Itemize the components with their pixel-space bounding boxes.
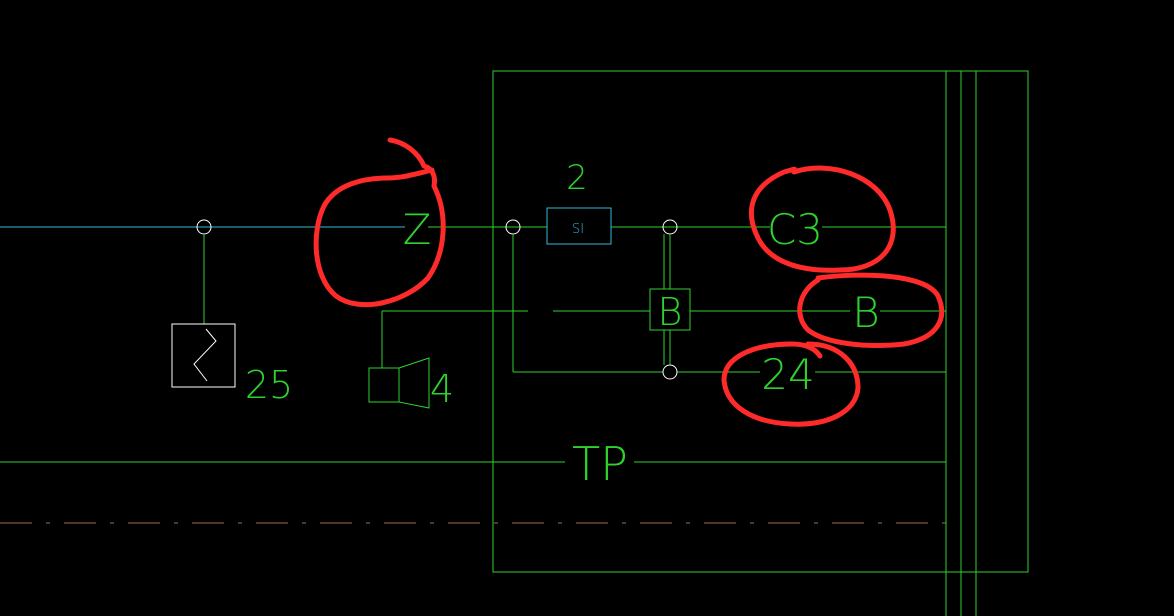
zigzag-device-icon (171, 323, 236, 388)
b-box (649, 288, 691, 331)
annotation-circle-24 (721, 341, 861, 427)
device-25-label: 25 (245, 363, 293, 407)
annotation-circle-b (797, 272, 945, 348)
wire-24-label: 24 (761, 350, 814, 399)
b-label: B (852, 288, 880, 337)
tp-label: TP (572, 437, 628, 491)
speaker-4-label: 4 (430, 367, 454, 411)
junction-4 (662, 364, 678, 380)
zigzag-glyph (193, 328, 217, 382)
z-label: Z (403, 205, 432, 254)
annotation-circle-z (313, 137, 446, 308)
fuse-number: 2 (566, 158, 588, 198)
speaker-icon (368, 357, 430, 409)
fuse-box (546, 207, 612, 245)
cabinet-outline (492, 70, 1029, 573)
annotation-circle-c3 (748, 165, 896, 273)
fuse-text: SI (572, 222, 584, 237)
b-box-label: B (658, 290, 683, 334)
c3-label: C3 (767, 205, 823, 254)
